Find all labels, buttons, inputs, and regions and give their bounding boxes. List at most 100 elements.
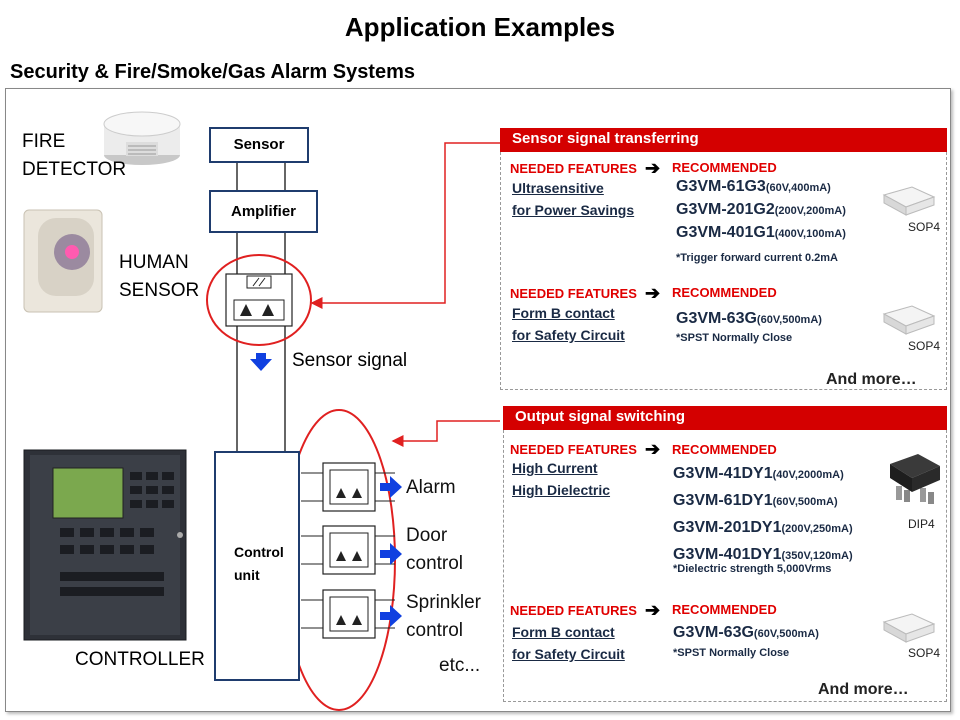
control-unit-block: Control unit	[214, 451, 300, 681]
recommended-label: RECOMMENDED	[672, 602, 777, 617]
control-unit-label-line1: Control	[234, 544, 284, 560]
part-name: G3VM-401G1	[676, 224, 775, 241]
output-relay-sprinkler	[301, 589, 395, 639]
panel-output	[503, 430, 947, 702]
output-sprinkler-text-line2: control	[406, 620, 464, 641]
part-item: G3VM-201DY1(200V,250mA)	[673, 515, 853, 542]
and-more-link[interactable]: And more…	[826, 371, 917, 388]
sop4-package-icon	[882, 186, 936, 216]
fire-detector-image	[103, 111, 181, 165]
output-arrow-sprinkler	[380, 605, 402, 627]
part-spec: (60V,500mA)	[772, 496, 838, 508]
feature-list: Form B contact for Safety Circuit	[512, 621, 625, 665]
human-sensor-image	[23, 209, 103, 313]
part-item: G3VM-401G1(400V,100mA)	[676, 222, 846, 245]
sop4-package-icon	[882, 613, 936, 643]
feature-item: Form B contact	[512, 624, 615, 640]
part-list: G3VM-63G(60V,500mA)	[676, 308, 822, 331]
part-spec: (200V,200mA)	[774, 205, 846, 217]
part-name: G3VM-61G3	[676, 178, 766, 195]
feature-item: High Current	[512, 460, 598, 476]
connector-arrow-sensor	[310, 142, 500, 309]
part-list: G3VM-41DY1(40V,2000mA) G3VM-61DY1(60V,50…	[673, 461, 853, 569]
output-alarm-text: Alarm	[406, 477, 456, 498]
panel-sensor	[500, 152, 947, 390]
output-label-alarm: Alarm	[406, 474, 456, 502]
fire-detector-label-line2: DETECTOR	[22, 159, 127, 180]
feature-item: for Safety Circuit	[512, 327, 625, 343]
part-name: G3VM-401DY1	[673, 546, 782, 563]
human-sensor-label-line1: HUMAN	[119, 252, 189, 273]
feature-item: for Power Savings	[512, 202, 635, 218]
right-arrow-icon: ➔	[645, 600, 661, 620]
part-note: *Trigger forward current 0.2mA	[676, 252, 838, 264]
output-label-etc: etc...	[439, 655, 481, 676]
part-note: *SPST Normally Close	[676, 332, 793, 344]
part-item: G3VM-61G3(60V,400mA)	[676, 176, 846, 199]
panel-header-output: Output signal switching	[503, 406, 947, 430]
recommended-label: RECOMMENDED	[672, 442, 777, 457]
part-name: G3VM-201G2	[676, 201, 775, 218]
feature-item: for Safety Circuit	[512, 646, 625, 662]
panel-header-sensor: Sensor signal transferring	[500, 128, 947, 152]
human-sensor-label-line2: SENSOR	[119, 280, 200, 301]
needed-features-label: NEEDED FEATURES	[510, 161, 637, 176]
part-item: G3VM-201G2(200V,200mA)	[676, 199, 846, 222]
part-spec: (40V,2000mA)	[772, 469, 844, 481]
feature-item: Ultrasensitive	[512, 180, 604, 196]
connector-arrow-output	[391, 420, 500, 447]
photomos-relay-symbol-sensor	[225, 273, 293, 327]
part-item: G3VM-41DY1(40V,2000mA)	[673, 461, 853, 488]
part-name: G3VM-63G	[673, 624, 754, 641]
package-label: DIP4	[908, 517, 935, 531]
amplifier-block: Amplifier	[209, 190, 318, 233]
page-title: Application Examples	[344, 12, 616, 42]
right-arrow-icon: ➔	[645, 158, 661, 178]
feature-item: Form B contact	[512, 305, 615, 321]
part-list: G3VM-61G3(60V,400mA) G3VM-201G2(200V,200…	[676, 176, 846, 245]
part-spec: (60V,400mA)	[765, 182, 831, 194]
output-relay-door	[301, 525, 395, 575]
part-spec: (400V,100mA)	[774, 228, 846, 240]
human-sensor-label: HUMAN SENSOR	[119, 249, 199, 305]
part-note: *SPST Normally Close	[673, 647, 790, 659]
output-arrow-alarm	[380, 476, 402, 498]
feature-item: High Dielectric	[512, 482, 611, 498]
right-arrow-icon: ➔	[645, 439, 661, 459]
page-subtitle: Security & Fire/Smoke/Gas Alarm Systems	[10, 61, 415, 83]
controller-image	[23, 449, 187, 641]
right-arrow-icon: ➔	[645, 283, 661, 303]
part-list: G3VM-63G(60V,500mA)	[673, 622, 819, 645]
sensor-signal-label: Sensor signal	[292, 350, 408, 371]
recommended-label: RECOMMENDED	[672, 160, 777, 175]
output-label-sprinkler: Sprinkler control	[406, 589, 481, 645]
output-arrow-door	[380, 543, 402, 565]
output-door-text-line2: control	[406, 553, 464, 574]
part-item: G3VM-63G(60V,500mA)	[676, 308, 822, 331]
output-sprinkler-text-line1: Sprinkler	[406, 592, 481, 613]
part-item: G3VM-63G(60V,500mA)	[673, 622, 819, 645]
sop4-package-icon	[882, 305, 936, 335]
part-note: *Dielectric strength 5,000Vrms	[673, 563, 832, 575]
part-name: G3VM-61DY1	[673, 492, 773, 509]
sensor-block: Sensor	[209, 127, 309, 163]
feature-list: Ultrasensitive for Power Savings	[512, 177, 634, 221]
package-label: SOP4	[908, 646, 941, 660]
part-spec: (60V,500mA)	[756, 314, 822, 326]
output-door-text-line1: Door	[406, 525, 448, 546]
dip4-package-icon	[890, 454, 940, 504]
part-item: G3VM-61DY1(60V,500mA)	[673, 488, 853, 515]
output-relay-alarm	[301, 462, 395, 512]
needed-features-label: NEEDED FEATURES	[510, 286, 637, 301]
fire-detector-label-line1: FIRE	[22, 131, 66, 152]
feature-list: Form B contact for Safety Circuit	[512, 302, 625, 346]
needed-features-label: NEEDED FEATURES	[510, 442, 637, 457]
part-spec: (60V,500mA)	[753, 628, 819, 640]
diagram-frame	[5, 88, 951, 712]
and-more-link[interactable]: And more…	[818, 681, 909, 698]
signal-down-arrow	[250, 353, 272, 371]
package-label: SOP4	[908, 339, 941, 353]
part-item: G3VM-401DY1(350V,120mA)	[673, 542, 853, 569]
part-name: G3VM-201DY1	[673, 519, 782, 536]
recommended-label: RECOMMENDED	[672, 285, 777, 300]
